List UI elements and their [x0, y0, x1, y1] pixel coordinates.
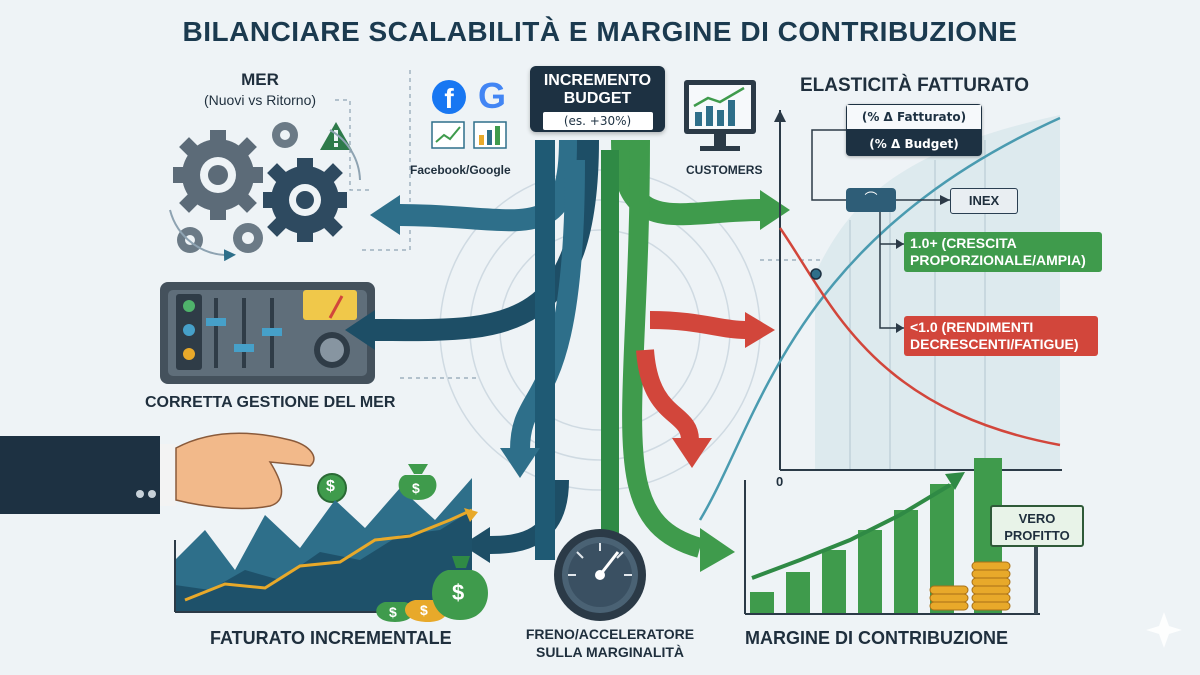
- green-flow-arrows: [601, 139, 761, 560]
- budget-box: INCREMENTO BUDGET (es. +30%): [530, 66, 665, 132]
- blue-arrowheads: [345, 195, 540, 563]
- page-title: BILANCIARE SCALABILITÀ E MARGINE DI CONT…: [182, 16, 1018, 47]
- curve-icon: ⌒: [846, 188, 896, 212]
- google-icon: G: [477, 75, 506, 116]
- customers-label: CUSTOMERS: [686, 163, 763, 177]
- mer-title: MER: [241, 70, 279, 89]
- green-outcome: 1.0+ (CRESCITA PROPORZIONALE/AMPIA): [904, 232, 1102, 272]
- gear-icon: [173, 130, 263, 220]
- cycle-arrows: [169, 129, 361, 262]
- hand-icon: [0, 432, 315, 514]
- gear-icon: [263, 158, 347, 242]
- revenue-curve: [698, 116, 1061, 521]
- coin-icon: [317, 473, 347, 503]
- bar-chart-icon: [473, 121, 507, 149]
- incremental-revenue-chart: [174, 478, 478, 613]
- coin-dollar: $: [326, 478, 335, 495]
- facebook-icon: f: [432, 80, 466, 114]
- money-bag-icon: [376, 464, 488, 622]
- warning-icon: [320, 122, 352, 150]
- bag-dollar: $: [389, 604, 397, 620]
- gauge-label-line2: SULLA MARGINALITÀ: [535, 644, 685, 660]
- trend-chart-icon: [431, 121, 465, 149]
- sparkle-icon: [1146, 612, 1182, 648]
- red-flow-arrows: [636, 311, 746, 441]
- elasticity-formula: (% Δ Fatturato) (% Δ Budget): [846, 104, 982, 156]
- bag-dollar: $: [412, 480, 420, 496]
- green-arrowheads: [700, 190, 790, 572]
- formula-numerator: (% Δ Fatturato): [846, 104, 982, 130]
- profit-sign: VERO PROFITTO: [990, 505, 1084, 547]
- red-arrowheads: [672, 312, 775, 468]
- mixer-label: CORRETTA GESTIONE DEL MER: [145, 394, 396, 411]
- elasticity-title: ELASTICITÀ FATTURATO: [800, 75, 1030, 96]
- red-outcome: <1.0 (RENDIMENTI DECRESCENTI/FATIGUE): [904, 316, 1098, 356]
- index-box: INEX: [950, 188, 1018, 214]
- blue-flow-arrows: [374, 139, 599, 560]
- bag-dollar: $: [420, 602, 428, 618]
- budget-example: (es. +30%): [542, 112, 653, 130]
- formula-denominator: (% Δ Budget): [846, 130, 982, 156]
- gauge-label-line1: FRENO/ACCELERATORE: [525, 626, 695, 642]
- platforms-label: Facebook/Google: [410, 163, 511, 177]
- budget-title-line2: BUDGET: [563, 90, 632, 107]
- fatigue-curve: [778, 227, 1061, 447]
- revenue-label: FATURATO INCREMENTALE: [210, 628, 452, 648]
- mixer-panel-icon: [160, 282, 375, 384]
- zero-tick: 0: [776, 474, 784, 489]
- dashed-connectors: [335, 70, 820, 379]
- bag-dollar: $: [452, 580, 465, 605]
- gauge-icon: [554, 529, 646, 621]
- budget-title-line1: INCREMENTO: [543, 72, 652, 89]
- coin-stack-icon: [929, 561, 1011, 611]
- margin-label: MARGINE DI CONTRIBUZIONE: [745, 628, 1008, 648]
- monitor-chart-icon: [684, 80, 756, 151]
- mer-subtitle: (Nuovi vs Ritorno): [203, 92, 317, 108]
